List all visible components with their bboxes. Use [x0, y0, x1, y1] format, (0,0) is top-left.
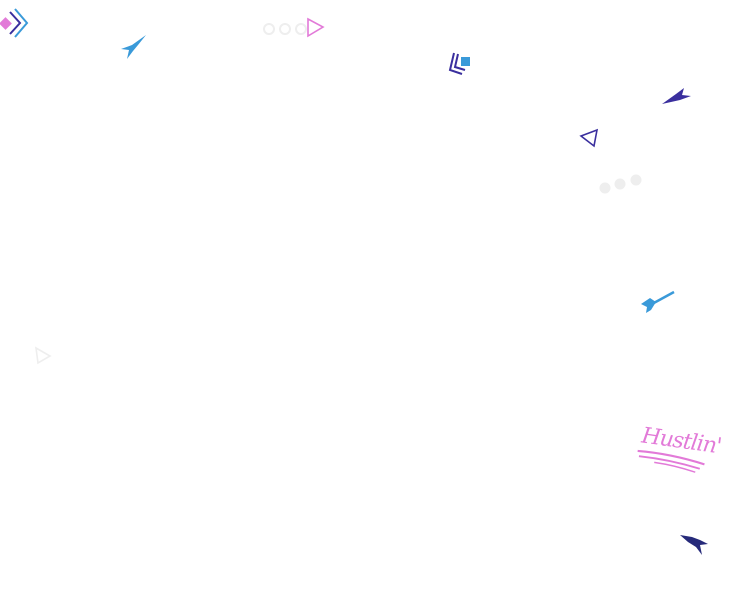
triangle-outline-icon	[34, 346, 52, 365]
circles-triangle-icon	[263, 17, 325, 38]
arrow-icon	[121, 35, 146, 59]
dots-icon	[599, 174, 642, 194]
arrow-icon	[641, 290, 675, 313]
diamond-chevrons-icon	[0, 8, 29, 38]
triangle-outline-icon	[579, 128, 599, 148]
arrow-icon	[662, 88, 691, 104]
layered-square-icon	[448, 52, 470, 75]
hustlin-logo: Hustlin'	[633, 423, 723, 479]
arrow-icon	[680, 535, 708, 555]
logo-underline-strokes	[637, 449, 705, 473]
